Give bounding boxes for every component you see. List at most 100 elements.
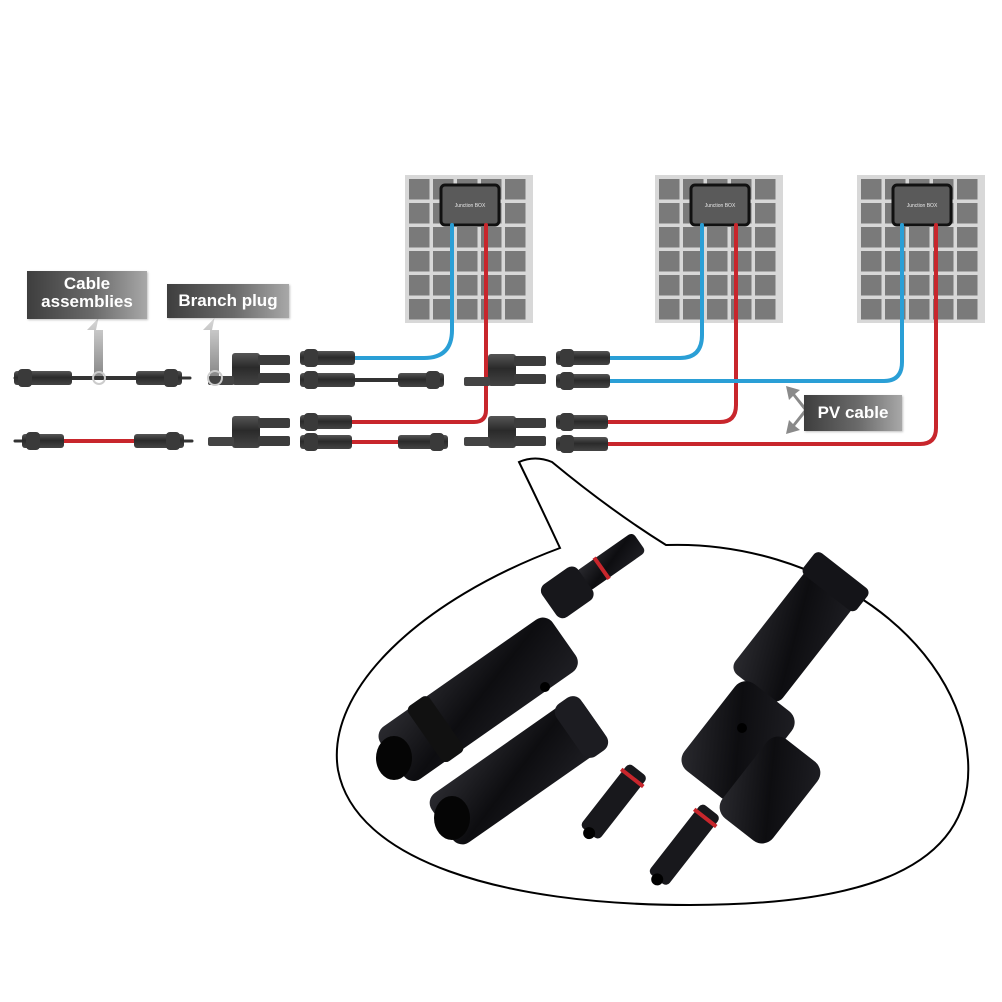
connector-female bbox=[300, 371, 355, 389]
connector-male bbox=[136, 369, 182, 387]
junction-box-label: Junction BOX bbox=[455, 203, 486, 209]
junction-box-label: Junction BOX bbox=[705, 203, 736, 209]
solar-cell bbox=[755, 203, 776, 224]
solar-cell bbox=[957, 251, 978, 272]
solar-cell bbox=[505, 299, 526, 320]
socket-opening bbox=[376, 736, 412, 780]
callout-bubble bbox=[335, 457, 970, 907]
solar-panel-1: Junction BOX bbox=[405, 175, 533, 323]
connector-female bbox=[556, 372, 610, 390]
solar-panels: Junction BOX Junction BOX Junction BOX bbox=[405, 175, 985, 323]
solar-cell bbox=[933, 299, 954, 320]
solar-cell bbox=[707, 275, 728, 296]
cable-positive-panel-1 bbox=[346, 223, 488, 424]
label-branch-plug-text: Branch plug bbox=[178, 291, 278, 310]
cable-positive-panel-3 bbox=[604, 223, 938, 446]
junction-box bbox=[891, 183, 953, 227]
label-pv-cable: PV cable bbox=[804, 395, 902, 431]
solar-cell bbox=[505, 227, 526, 248]
arrow-branch-plug bbox=[203, 318, 219, 376]
connector-male bbox=[556, 413, 608, 431]
solar-cell bbox=[433, 275, 454, 296]
socket-opening bbox=[434, 796, 470, 840]
pointer-arrows bbox=[87, 318, 808, 434]
solar-cell bbox=[457, 275, 478, 296]
solar-cell bbox=[683, 275, 704, 296]
solar-cell bbox=[861, 203, 882, 224]
ring-branch-plug bbox=[207, 370, 223, 386]
solar-cell bbox=[707, 299, 728, 320]
connector-male bbox=[300, 433, 352, 451]
arrow-pv-cable bbox=[786, 386, 808, 434]
solar-cell bbox=[659, 275, 680, 296]
solar-cell bbox=[457, 227, 478, 248]
solar-cell bbox=[957, 179, 978, 200]
solar-cell bbox=[909, 251, 930, 272]
branch-plug-female bbox=[464, 354, 546, 386]
solar-cell bbox=[409, 275, 430, 296]
solar-cell bbox=[659, 203, 680, 224]
junction-box-label: Junction BOX bbox=[907, 203, 938, 209]
branch-connector-photo-left bbox=[376, 533, 645, 845]
solar-cell bbox=[909, 299, 930, 320]
solar-cell bbox=[683, 227, 704, 248]
solar-cell bbox=[457, 251, 478, 272]
solar-cell bbox=[755, 299, 776, 320]
connector-male bbox=[22, 432, 64, 450]
solar-cell bbox=[909, 227, 930, 248]
solar-cell bbox=[909, 275, 930, 296]
solar-cell bbox=[409, 179, 430, 200]
branch-plug-male bbox=[464, 416, 546, 448]
solar-cell bbox=[659, 227, 680, 248]
connector-male bbox=[300, 413, 352, 431]
solar-cell bbox=[409, 299, 430, 320]
label-branch-plug: Branch plug bbox=[167, 284, 289, 318]
solar-cell bbox=[433, 227, 454, 248]
solar-cell bbox=[505, 203, 526, 224]
solar-cell bbox=[433, 299, 454, 320]
solar-cell bbox=[707, 251, 728, 272]
callout-outline bbox=[335, 457, 970, 907]
solar-cell bbox=[755, 179, 776, 200]
solar-cell bbox=[957, 227, 978, 248]
solar-cell bbox=[957, 299, 978, 320]
solar-cell bbox=[505, 251, 526, 272]
arrow-cable-assemblies bbox=[87, 318, 103, 376]
solar-cell bbox=[457, 299, 478, 320]
junction-box bbox=[689, 183, 751, 227]
solar-cell bbox=[861, 275, 882, 296]
solar-cell bbox=[933, 275, 954, 296]
solar-cell bbox=[683, 299, 704, 320]
branch-connector-photo-right bbox=[581, 552, 869, 886]
solar-cell bbox=[861, 251, 882, 272]
connector-male bbox=[398, 371, 444, 389]
solar-cell bbox=[755, 251, 776, 272]
solar-cell bbox=[433, 251, 454, 272]
cable-positive-panel-2 bbox=[604, 223, 738, 424]
solar-cell bbox=[957, 203, 978, 224]
solar-cell bbox=[933, 227, 954, 248]
connector-female bbox=[134, 432, 184, 450]
solar-cell bbox=[409, 203, 430, 224]
connector-female bbox=[14, 369, 72, 387]
label-pv-cable-text: PV cable bbox=[817, 403, 889, 422]
solar-cell bbox=[409, 227, 430, 248]
connector-female bbox=[300, 349, 355, 367]
solar-cell bbox=[505, 275, 526, 296]
solar-panel-3: Junction BOX bbox=[857, 175, 985, 323]
solar-cell bbox=[861, 227, 882, 248]
solar-cell bbox=[659, 299, 680, 320]
solar-cell bbox=[409, 251, 430, 272]
solar-cell bbox=[957, 275, 978, 296]
connector-female bbox=[398, 433, 448, 451]
ring-cable-assemblies bbox=[92, 371, 106, 385]
solar-panel-2: Junction BOX bbox=[655, 175, 783, 323]
cable-negative-panel-3 bbox=[606, 223, 904, 383]
branch-plug-male bbox=[208, 416, 290, 448]
solar-cell bbox=[755, 275, 776, 296]
solar-cell bbox=[707, 227, 728, 248]
junction-box bbox=[439, 183, 501, 227]
solar-cell bbox=[505, 179, 526, 200]
